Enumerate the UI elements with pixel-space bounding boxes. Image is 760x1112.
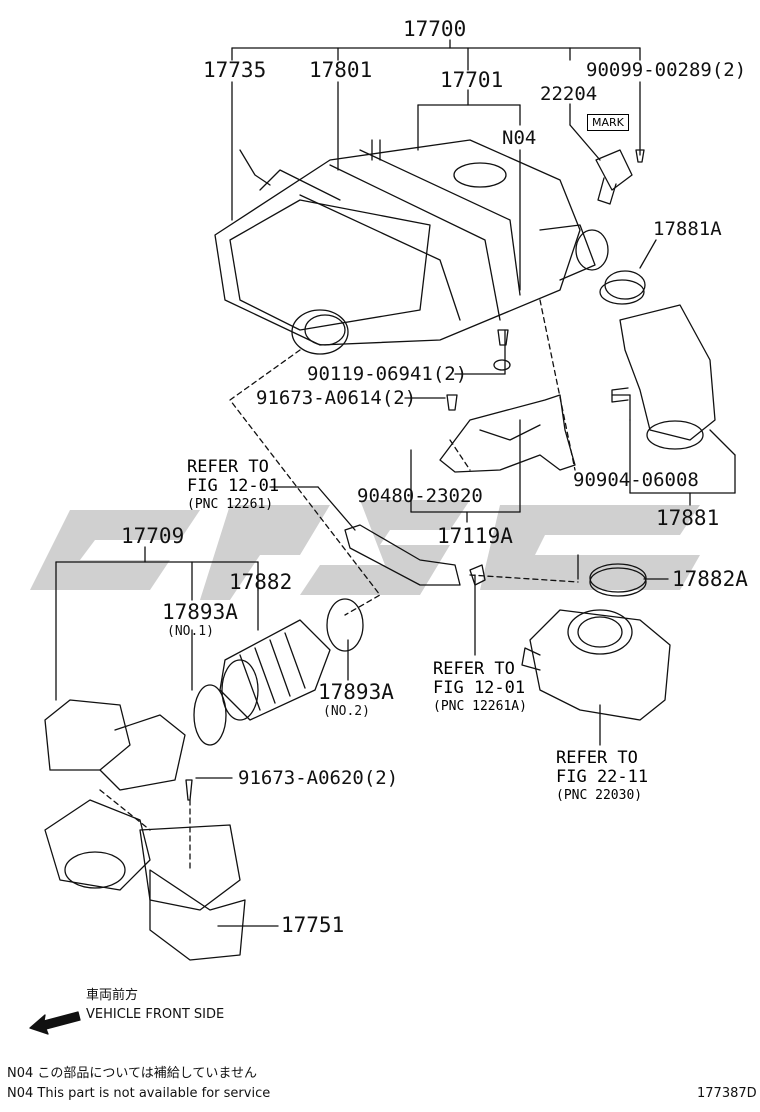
note-jp: N04 この部品については補給していません bbox=[7, 1066, 257, 1081]
refer-line-2: FIG 12-01 bbox=[187, 476, 280, 496]
part-17119a-label: 17119A bbox=[437, 524, 513, 548]
air-hose-17882 bbox=[219, 619, 331, 721]
part-17893a-no1-label: 17893A bbox=[162, 600, 238, 624]
direction-en-label: VEHICLE FRONT SIDE bbox=[86, 1007, 225, 1022]
refer-line-1: REFER TO bbox=[433, 659, 515, 679]
front-direction-arrow-icon bbox=[29, 1011, 81, 1035]
refer-fig-22-11[interactable]: REFER TO FIG 22-11 (PNC 22030) bbox=[556, 749, 648, 804]
part-90480-label: 90480-23020 bbox=[357, 485, 483, 507]
part-17882a-label: 17882A bbox=[672, 567, 748, 591]
throttle-body bbox=[521, 609, 671, 721]
refer-line-1: REFER TO bbox=[556, 748, 638, 768]
part-17893a-no2-sub: (NO.2) bbox=[323, 704, 370, 719]
air-flow-sensor bbox=[595, 149, 645, 205]
air-hose-17881 bbox=[599, 279, 716, 450]
refer-line-2: FIG 22-11 bbox=[556, 767, 649, 787]
part-91673-a0614-label: 91673-A0614(2) bbox=[256, 387, 417, 409]
part-17893a-no1-sub: (NO.1) bbox=[167, 624, 214, 639]
leader-lines bbox=[55, 81, 736, 927]
bracket bbox=[439, 329, 576, 473]
n04-label: N04 bbox=[502, 127, 537, 149]
refer-line-3: (PNC 12261) bbox=[187, 497, 274, 512]
part-22204-label: 22204 bbox=[540, 83, 598, 105]
part-17893a-no2-label: 17893A bbox=[318, 680, 394, 704]
part-17801-label: 17801 bbox=[309, 58, 373, 82]
part-17751-label: 17751 bbox=[281, 913, 345, 937]
part-17881-label: 17881 bbox=[656, 506, 720, 530]
part-17882-label: 17882 bbox=[229, 570, 293, 594]
part-90099-label: 90099-00289(2) bbox=[586, 59, 747, 81]
refer-fig-12-01-b[interactable]: REFER TO FIG 12-01 (PNC 12261A) bbox=[433, 660, 527, 715]
part-90119-label: 90119-06941(2) bbox=[307, 363, 468, 385]
part-17700-label: 17700 bbox=[403, 17, 467, 41]
refer-line-2: FIG 12-01 bbox=[433, 678, 526, 698]
breather-hose bbox=[344, 524, 486, 586]
refer-fig-12-01-a[interactable]: REFER TO FIG 12-01 (PNC 12261) bbox=[187, 458, 279, 513]
part-17735-label: 17735 bbox=[203, 58, 267, 82]
refer-line-3: (PNC 12261A) bbox=[433, 699, 527, 714]
leader-17700 bbox=[231, 39, 641, 71]
part-17881a-label: 17881A bbox=[653, 218, 722, 240]
air-inlet-duct bbox=[44, 699, 246, 961]
part-90904-label: 90904-06008 bbox=[573, 469, 699, 491]
dashed-guides bbox=[99, 299, 579, 871]
direction-jp-label: 車両前方 bbox=[86, 988, 139, 1003]
figure-id: 177387D bbox=[697, 1086, 757, 1101]
note-en: N04 This part is not available for servi… bbox=[7, 1086, 271, 1101]
watermark-logo bbox=[30, 500, 700, 600]
refer-line-3: (PNC 22030) bbox=[556, 788, 643, 803]
clamps bbox=[193, 270, 647, 746]
part-91673-a0620-label: 91673-A0620(2) bbox=[238, 767, 399, 789]
part-17709-label: 17709 bbox=[121, 524, 185, 548]
refer-line-1: REFER TO bbox=[187, 457, 269, 477]
mark-label: MARK bbox=[587, 114, 629, 131]
part-17701-label: 17701 bbox=[440, 68, 504, 92]
air-cleaner-assembly bbox=[214, 139, 609, 355]
